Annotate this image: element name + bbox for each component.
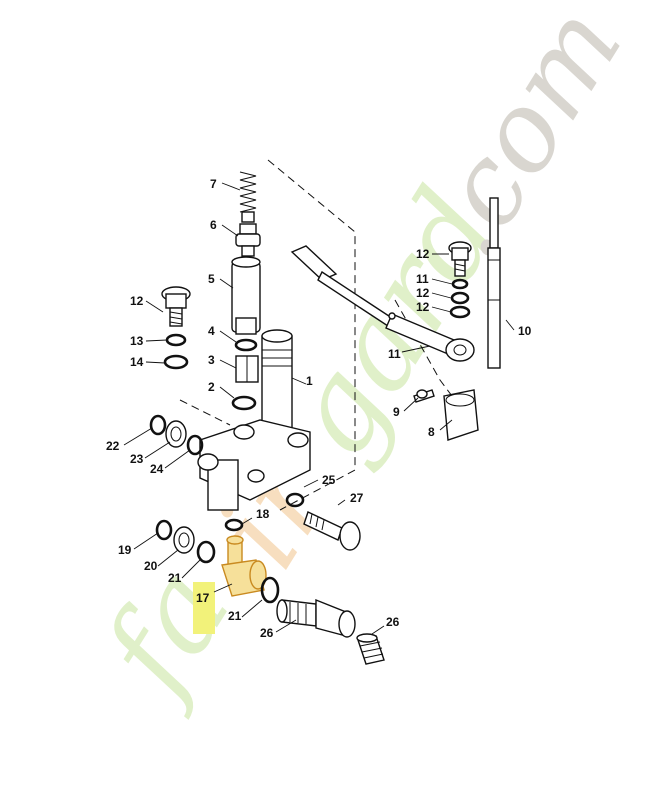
leader-lines: [123, 182, 515, 635]
plug-part-14: [161, 286, 191, 327]
callout-7: 7: [210, 177, 217, 191]
o-ring-part-16: [163, 354, 189, 370]
fitting-part-17: [221, 535, 267, 597]
callout-11: 11: [388, 347, 401, 361]
callout-4: 4: [208, 324, 215, 338]
rod-part-11: [290, 245, 475, 362]
o-ring-part-12-a: [451, 278, 469, 290]
watermark-logo: fa ir gard .com: [74, 0, 647, 723]
o-ring-part-12-b: [450, 291, 470, 305]
callout-22: 26: [260, 626, 274, 640]
callout-16: 14: [130, 355, 144, 369]
callout-12-a: 11: [416, 272, 429, 286]
callout-12-b: 12: [416, 286, 430, 300]
plunger-part-10: [487, 197, 501, 369]
callout-21-right: 21: [228, 609, 242, 623]
o-ring-part-2: [231, 395, 257, 411]
callout-21-left: 21: [168, 571, 182, 585]
callout-26-right: 25: [322, 473, 336, 487]
spring-part-7: [239, 171, 257, 223]
o-ring-part-21-left: [196, 540, 216, 564]
callout-5: 5: [208, 272, 215, 286]
o-ring-part-18: [224, 518, 244, 532]
plug-part-13: [448, 241, 472, 277]
guide-part-8: [443, 389, 479, 441]
o-ring-part-21-right: [260, 576, 280, 604]
sleeve-part-5: [231, 256, 261, 335]
o-ring-part-4: [234, 338, 258, 352]
o-ring-part-26-left: [186, 434, 204, 456]
callout-13: 12: [416, 247, 430, 261]
callout-14: 12: [130, 294, 144, 308]
callout-25: 23: [130, 452, 144, 466]
highlight-callout-17: [193, 582, 215, 634]
callout-labels: 7 6 5 4 3 2 1 12 13 14 12 11 12 12 10 11…: [106, 177, 532, 640]
callout-9: 9: [393, 405, 400, 419]
plug-part-20: [173, 526, 195, 554]
callout-8: 8: [428, 425, 435, 439]
callout-27: 27: [350, 491, 364, 505]
callout-6: 6: [210, 218, 217, 232]
callout-19: 19: [118, 543, 132, 557]
connector-part-22: [276, 598, 356, 638]
nut-part-3: [235, 355, 259, 383]
callout-15: 13: [130, 334, 144, 348]
pump-body-part-1: [197, 329, 311, 511]
plug-part-25: [165, 420, 187, 448]
callout-18: 18: [256, 507, 270, 521]
callout-20: 20: [144, 559, 158, 573]
callout-3: 3: [208, 353, 215, 367]
valve-part-6: [235, 223, 261, 257]
callout-2: 2: [208, 380, 215, 394]
callout-24: 22: [106, 439, 120, 453]
callout-1: 1: [306, 374, 313, 388]
callout-23: 26: [386, 615, 400, 629]
o-ring-part-26-right: [285, 492, 305, 508]
o-ring-part-24: [149, 414, 167, 436]
callout-26-left: 24: [150, 462, 164, 476]
o-ring-part-19: [155, 519, 173, 541]
callout-10: 10: [518, 324, 532, 338]
o-ring-part-15: [165, 333, 187, 347]
filter-part-23: [356, 633, 385, 665]
callout-12-c: 12: [416, 300, 430, 314]
callout-17: 17: [196, 591, 210, 605]
bolt-part-27: [303, 511, 361, 551]
